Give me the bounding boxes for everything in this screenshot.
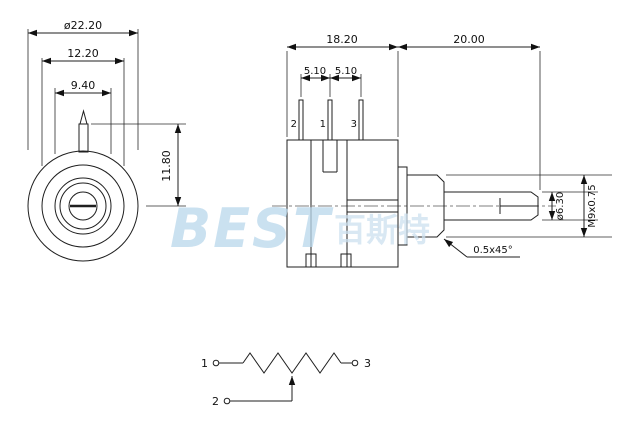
terminal-2-node bbox=[223, 397, 231, 405]
chamfer-note-label: 0.5x45° bbox=[473, 245, 513, 256]
side-view: 2 1 3 bbox=[272, 33, 612, 268]
dim-height-label: 11.80 bbox=[160, 150, 173, 182]
dim-ring-label: 9.40 bbox=[71, 79, 96, 92]
side-view-dimension-lines bbox=[287, 43, 588, 258]
front-view-extension-lines bbox=[27, 29, 186, 207]
dim-shaft-diameter-label: ø6.30 bbox=[555, 192, 566, 220]
outer-body-circle bbox=[27, 150, 139, 262]
schematic-symbol: 1 3 2 bbox=[201, 352, 371, 408]
terminal-3-label: 3 bbox=[364, 357, 371, 370]
pin-label-1: 1 bbox=[320, 119, 326, 130]
watermark: BEST 百斯特 bbox=[170, 197, 430, 260]
watermark-brand-cjk: 百斯特 bbox=[334, 211, 430, 249]
front-view-dimension-lines bbox=[28, 29, 182, 206]
dim-thread-label: M9x0.75 bbox=[587, 184, 598, 227]
shaft-tip bbox=[79, 109, 88, 125]
pin-label-2: 2 bbox=[291, 119, 297, 130]
dim-shaft-length-label: 20.00 bbox=[453, 33, 485, 46]
watermark-brand: BEST bbox=[170, 197, 334, 260]
dim-pin-pitch-right-label: 5.10 bbox=[335, 66, 357, 77]
flange-circle bbox=[41, 164, 125, 248]
body-internal-lines bbox=[305, 140, 398, 268]
ring-inner-circle bbox=[59, 182, 107, 230]
terminal-3-node bbox=[351, 359, 359, 367]
shaft-stub bbox=[78, 123, 89, 153]
pin-label-3: 3 bbox=[351, 119, 357, 130]
shaft-bore-circle bbox=[68, 191, 98, 221]
terminal-pins: 2 1 3 bbox=[291, 99, 364, 141]
terminal-2-label: 2 bbox=[212, 395, 219, 408]
terminal-1-node bbox=[212, 359, 220, 367]
dim-body-width-label: 18.20 bbox=[326, 33, 358, 46]
terminal-1-label: 1 bbox=[201, 357, 208, 370]
ring-outer-circle bbox=[54, 177, 112, 235]
dim-outer-diameter-label: ø22.20 bbox=[64, 19, 102, 32]
pin-3 bbox=[358, 99, 364, 141]
front-view: ø22.20 12.20 9.40 11.80 bbox=[27, 19, 186, 262]
pin-1 bbox=[327, 99, 333, 141]
pin-2 bbox=[298, 99, 304, 141]
chamfer-leader bbox=[443, 238, 468, 258]
threaded-bushing bbox=[406, 174, 445, 238]
shaft bbox=[443, 191, 539, 221]
dim-flange-label: 12.20 bbox=[67, 47, 99, 60]
dim-pin-pitch-left-label: 5.10 bbox=[304, 66, 326, 77]
resistor-zigzag bbox=[242, 352, 342, 374]
